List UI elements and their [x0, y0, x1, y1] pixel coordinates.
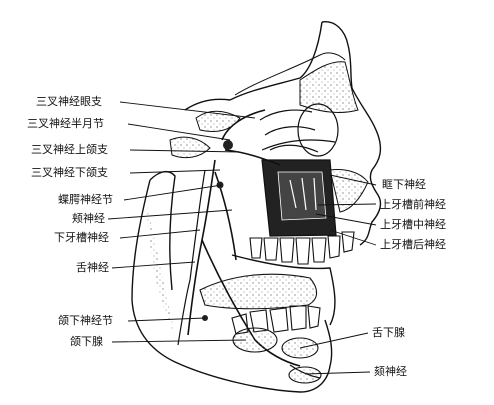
tongue	[200, 274, 317, 309]
maxillary-sinus	[262, 160, 336, 236]
label-submandibular-gland: 颌下腺	[70, 335, 103, 348]
label-mandibular-branch: 三叉神经下颌支	[31, 166, 108, 179]
label-posterior-superior-alveolar-nerve: 上牙槽后神经	[380, 238, 446, 251]
upper-teeth	[250, 232, 354, 264]
label-infraorbital-nerve: 眶下神经	[382, 178, 426, 191]
label-lingual-nerve: 舌神经	[76, 261, 109, 274]
label-mental-nerve: 颏神经	[374, 365, 407, 378]
label-buccal-nerve: 颊神经	[72, 212, 105, 225]
label-inferior-alveolar-nerve: 下牙槽神经	[54, 231, 109, 244]
glands	[233, 328, 321, 383]
label-sublingual-gland: 舌下腺	[372, 326, 405, 339]
label-semilunar-ganglion: 三叉神经半月节	[27, 117, 104, 130]
label-anterior-superior-alveolar-nerve: 上牙槽前神经	[380, 198, 446, 211]
label-ophthalmic-branch: 三叉神经眼支	[36, 95, 102, 108]
label-submandibular-ganglion: 颌下神经节	[58, 314, 113, 327]
label-middle-superior-alveolar-nerve: 上牙槽中神经	[380, 218, 446, 231]
label-pterygopalatine-ganglion: 蝶腭神经节	[58, 193, 113, 206]
label-maxillary-branch: 三叉神经上颌支	[31, 143, 108, 156]
